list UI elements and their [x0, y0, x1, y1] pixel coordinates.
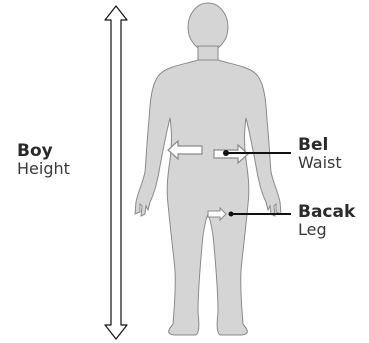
height-label-secondary: Height — [17, 161, 70, 178]
waist-label: Bel Waist — [298, 137, 342, 172]
leg-label: Bacak Leg — [298, 204, 355, 239]
leg-label-secondary: Leg — [298, 222, 355, 239]
head — [188, 3, 228, 51]
height-arrow-icon — [105, 6, 127, 339]
waist-label-secondary: Waist — [298, 155, 342, 172]
body-outline — [135, 60, 281, 335]
height-label: Boy Height — [17, 143, 70, 178]
human-silhouette — [135, 3, 281, 335]
